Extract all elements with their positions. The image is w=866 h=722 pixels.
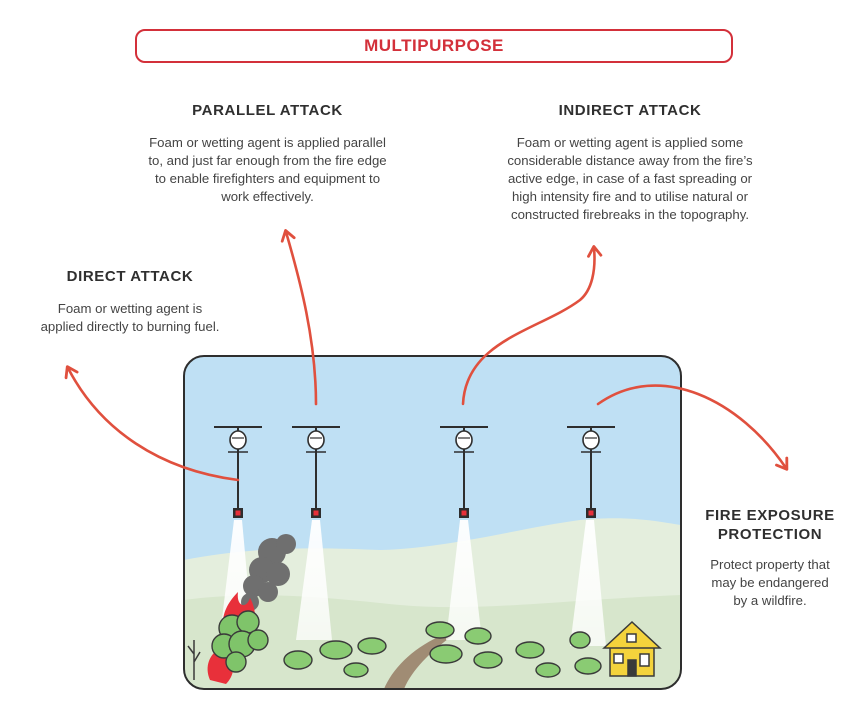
parallel-attack-heading: PARALLEL ATTACK <box>192 102 343 119</box>
helicopter-icon <box>292 426 340 518</box>
desc-line: considerable distance away from the fire… <box>507 153 753 168</box>
heading-line: PROTECTION <box>717 526 823 543</box>
smoke-icon <box>241 534 296 611</box>
parallel-attack-description: Foam or wetting agent is applied paralle… <box>100 134 435 206</box>
helicopter-icon <box>214 426 262 518</box>
scene <box>184 356 681 689</box>
fire-exposure-block: FIRE EXPOSURE PROTECTION Protect propert… <box>680 506 860 610</box>
bush <box>464 627 492 645</box>
direct-attack-description: Foam or wetting agent is applied directl… <box>0 300 260 336</box>
fire-exposure-description: Protect property that may be endangered … <box>680 556 860 610</box>
indirect-attack-block: INDIRECT ATTACK Foam or wetting agent is… <box>455 101 805 224</box>
desc-line: applied directly to burning fuel. <box>40 319 220 334</box>
bush <box>357 637 387 655</box>
direct-attack-heading: DIRECT ATTACK <box>66 268 194 285</box>
parallel-attack-arrow-icon <box>280 229 318 406</box>
foam-beam <box>296 520 332 640</box>
indirect-attack-heading: INDIRECT ATTACK <box>558 102 702 119</box>
fire-exposure-heading: FIRE EXPOSURE PROTECTION <box>680 506 860 544</box>
direct-attack-arrow-icon <box>64 365 240 482</box>
desc-line: to, and just far enough from the fire ed… <box>148 153 387 168</box>
helicopter-icon <box>440 426 488 518</box>
indirect-attack-arrow-icon <box>461 245 603 406</box>
desc-line: Foam or wetting agent is <box>57 301 203 316</box>
desc-line: Foam or wetting agent is applied paralle… <box>149 135 386 150</box>
helicopter-icon <box>567 426 615 518</box>
desc-line: active edge, in case of a fast spreading… <box>507 171 753 186</box>
desc-line: work effectively. <box>221 189 314 204</box>
page-title: MULTIPURPOSE <box>364 36 504 55</box>
bush <box>425 621 455 639</box>
desc-line: to enable firefighters and equipment to <box>154 171 381 186</box>
indirect-attack-description: Foam or wetting agent is applied some co… <box>455 134 805 224</box>
title-banner: MULTIPURPOSE <box>135 29 733 63</box>
foam-beam <box>446 520 482 640</box>
desc-line: constructed firebreaks in the topography… <box>511 207 749 222</box>
desc-line: high intensity fire and to utilise natur… <box>511 189 749 204</box>
bush <box>569 631 591 649</box>
tree-icon <box>211 610 269 673</box>
bush <box>429 644 463 664</box>
dead-shrub <box>187 640 201 680</box>
desc-line: Foam or wetting agent is applied some <box>516 135 744 150</box>
foam-beam <box>570 520 606 646</box>
bush <box>319 640 353 660</box>
direct-attack-block: DIRECT ATTACK Foam or wetting agent is a… <box>0 267 260 336</box>
scene-frame <box>183 355 682 690</box>
bush <box>515 641 545 659</box>
bush <box>535 662 561 678</box>
desc-line: Protect property that <box>710 557 830 572</box>
bush <box>473 651 503 669</box>
arrows <box>64 229 789 482</box>
desc-line: by a wildfire. <box>733 593 807 608</box>
bush <box>574 657 602 675</box>
bush <box>283 650 313 670</box>
fire-exposure-arrow-icon <box>596 384 789 471</box>
bush <box>343 662 369 678</box>
bushes <box>283 621 602 678</box>
house-icon <box>602 620 662 677</box>
helicopters <box>214 426 615 518</box>
desc-line: may be endangered <box>711 575 829 590</box>
heading-line: FIRE EXPOSURE <box>705 507 835 524</box>
parallel-attack-block: PARALLEL ATTACK Foam or wetting agent is… <box>100 101 435 206</box>
